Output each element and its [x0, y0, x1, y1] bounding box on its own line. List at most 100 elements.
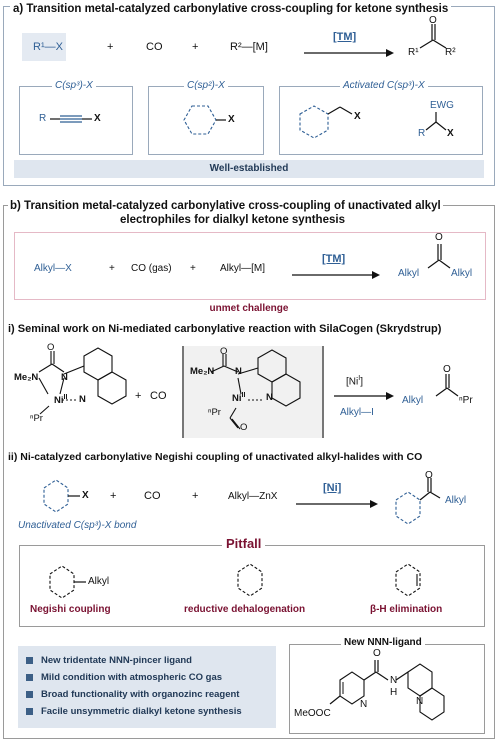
- alkyl-iodide-label: Alkyl—I: [340, 407, 374, 418]
- alkyl-zinc-label: Alkyl—ZnX: [228, 491, 278, 502]
- cyclohexyl-ketone: [395, 478, 441, 525]
- ketone-npr: ⁿPr: [459, 395, 473, 406]
- feature-item: Broad functionality with organozinc reag…: [26, 686, 276, 703]
- ligand-amide-n: N: [390, 675, 398, 686]
- ni-complex-left: [38, 347, 127, 415]
- co-label: CO: [144, 490, 161, 502]
- cyclohexyl-halide: [43, 479, 80, 513]
- section-i-title: i) Seminal work on Ni-mediated carbonyla…: [8, 323, 442, 335]
- ketone-r1: R¹: [408, 47, 419, 58]
- bullet-square: [26, 690, 33, 698]
- ewg-r: R: [418, 128, 426, 139]
- section-a-reaction-panel: [14, 25, 484, 74]
- ligand-title: New NNN-ligand: [341, 637, 425, 648]
- feature-item: Facile unsymmetric dialkyl ketone synthe…: [26, 703, 276, 720]
- feature-item: Mild condition with atmospheric CO gas: [26, 669, 276, 686]
- reaction-arrow: [292, 271, 380, 279]
- bullet-square: [26, 707, 33, 715]
- ni-cat-ox: I: [358, 375, 361, 382]
- intermediate-n2: N: [266, 392, 273, 403]
- alkyne-r: R: [39, 113, 47, 124]
- ni-catalyst-label: [NiI]: [346, 375, 363, 387]
- intermediate-n1: N: [235, 366, 242, 377]
- plus-sign: +: [192, 41, 199, 53]
- plus-sign: +: [110, 490, 117, 502]
- well-established-label: Well-established: [209, 163, 289, 174]
- dehalogenation-product: [237, 563, 263, 597]
- ketone-structure: [419, 24, 447, 49]
- plus-sign: +: [192, 490, 199, 502]
- ligand-ester: MeOOC: [294, 708, 331, 719]
- reaction-arrow: [296, 500, 378, 508]
- negishi-alkyl: Alkyl: [88, 576, 110, 587]
- ketone-o: O: [429, 15, 437, 26]
- alkyne-x: X: [94, 113, 101, 124]
- dialkyl-ketone: [427, 244, 451, 269]
- catalyst-label: [TM]: [333, 31, 357, 43]
- feature-text: Facile unsymmetric dialkyl ketone synthe…: [41, 706, 242, 717]
- r1x-label: R¹—X: [33, 41, 63, 53]
- ligand-o: O: [373, 648, 381, 659]
- ketone-right-alkyl: Alkyl: [451, 268, 473, 279]
- plus-sign: +: [107, 41, 114, 53]
- catalyst-label: [TM]: [322, 253, 346, 265]
- intermediate-acyl-o: O: [240, 422, 248, 433]
- ketone-left-alkyl: Alkyl: [398, 268, 420, 279]
- ni-symbol: Ni: [232, 393, 242, 405]
- aryl-x: X: [228, 114, 235, 125]
- ni-cat-close: ]: [360, 376, 363, 388]
- features-list: New tridentate NNN-pincer ligand Mild co…: [26, 652, 276, 720]
- benzyl-halide: [299, 105, 353, 139]
- halide-x: X: [82, 490, 89, 501]
- features-panel: [18, 646, 276, 728]
- intermediate-o: O: [220, 346, 228, 357]
- complex-n2: N: [79, 394, 86, 405]
- ligand-structure: [329, 660, 445, 721]
- ligand-pyridine-n: N: [360, 699, 368, 710]
- co-label: CO: [150, 390, 167, 402]
- unactivated-caption: Unactivated C(sp³)-X bond: [18, 520, 137, 531]
- alkyl-m-label: Alkyl—[M]: [220, 263, 265, 274]
- feature-text: Broad functionality with organozinc reag…: [41, 689, 240, 700]
- ni-cat-open: [Ni: [346, 376, 359, 388]
- feature-text: New tridentate NNN-pincer ligand: [41, 655, 192, 666]
- ketone-o: O: [443, 364, 451, 375]
- section-a-title: a) Transition metal-catalyzed carbonylat…: [10, 3, 452, 15]
- reaction-arrow: [334, 392, 394, 400]
- substrate-label-sp3: C(sp³)-X: [52, 80, 96, 91]
- catalyst-label: [Ni]: [323, 482, 342, 494]
- ewg-halide: [425, 112, 447, 131]
- ni-oxidation-state: II: [63, 394, 68, 401]
- pitfall-title: Pitfall: [222, 536, 266, 551]
- ni-acyl-complex: [210, 349, 301, 430]
- elimination-product: [395, 563, 421, 597]
- complex-me2n: Me₂N: [14, 372, 39, 383]
- pitfall-label-dehalogenation: reductive dehalogenation: [184, 604, 306, 615]
- feature-item: New tridentate NNN-pincer ligand: [26, 652, 276, 669]
- pitfall-label-elimination: β-H elimination: [370, 604, 443, 615]
- well-established-bar: [14, 160, 484, 178]
- intermediate-me2n: Me₂N: [190, 366, 215, 377]
- ketone-o: O: [425, 470, 433, 481]
- bullet-square: [26, 656, 33, 664]
- section-b-title-line2: electrophiles for dialkyl ketone synthes…: [120, 214, 345, 226]
- substrate-label-sp2: C(sp²)-X: [184, 80, 228, 91]
- unmet-challenge-label: unmet challenge: [209, 303, 289, 314]
- intermediate-npr: ⁿPr: [208, 407, 221, 418]
- ewg-label: EWG: [430, 100, 454, 111]
- ni-oxidation-state: II: [241, 392, 246, 399]
- ni-symbol: Ni: [54, 395, 64, 407]
- plus-sign: +: [109, 263, 115, 274]
- feature-text: Mild condition with atmospheric CO gas: [41, 672, 223, 683]
- plus-sign: +: [190, 263, 196, 274]
- propyl-ketone: [435, 374, 459, 397]
- alkyl-x-label: Alkyl—X: [34, 263, 72, 274]
- ketone-o: O: [435, 232, 443, 243]
- ketone-alkyl: Alkyl: [402, 395, 424, 406]
- benzyl-x: X: [354, 111, 361, 122]
- bullet-square: [26, 673, 33, 681]
- pitfall-label-negishi: Negishi coupling: [30, 604, 111, 615]
- intermediate-ni: NiII: [232, 392, 245, 404]
- ligand-quinoline-n: N: [416, 696, 424, 707]
- section-ii-title: ii) Ni-catalyzed carbonylative Negishi c…: [8, 451, 423, 463]
